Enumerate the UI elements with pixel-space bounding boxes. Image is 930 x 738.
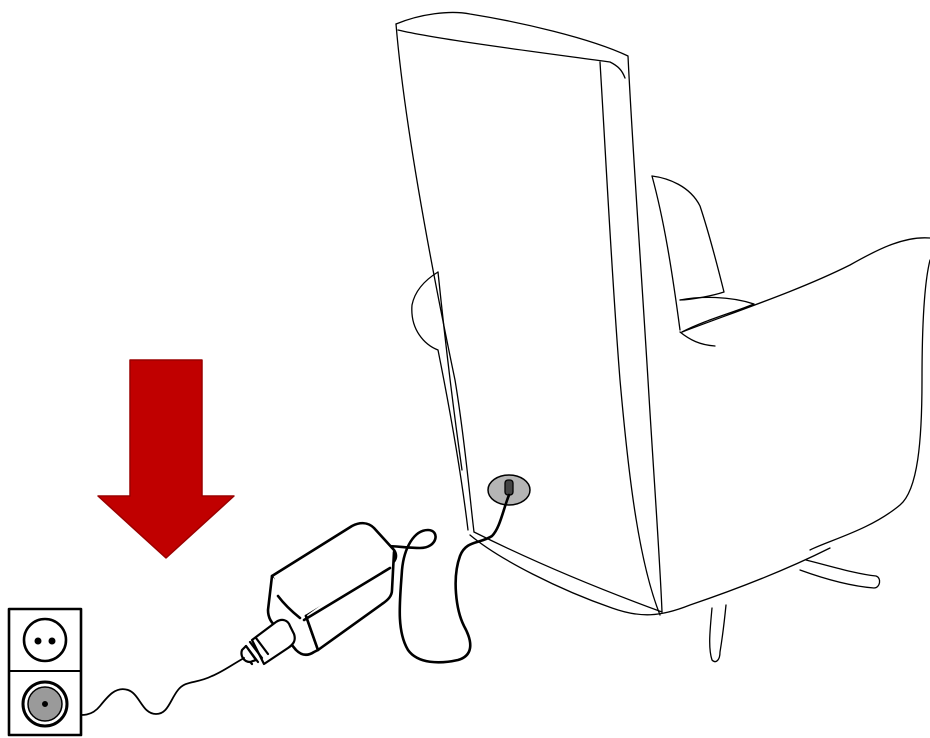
chair-seat — [680, 297, 754, 332]
recliner-chair — [396, 12, 930, 661]
chair-cable — [386, 495, 509, 662]
socket-hole-right — [49, 638, 55, 644]
chair-back-panel-inner — [600, 62, 660, 615]
chair-backrest-back-edge — [396, 24, 474, 532]
chair-bottom — [470, 535, 830, 615]
chair-leg-back — [800, 560, 880, 588]
chair-backrest-side — [398, 30, 625, 78]
chair-port-connector — [505, 480, 513, 495]
wall-socket — [9, 609, 81, 735]
chair-backrest — [396, 12, 662, 612]
chair-armrest-right — [682, 238, 930, 550]
chair-armrest-left — [412, 272, 468, 530]
down-arrow-icon — [98, 360, 234, 558]
adapter-plug — [241, 620, 294, 664]
socket-plug-center — [43, 702, 48, 707]
chair-bottom-inner — [474, 532, 662, 612]
chair-power-port — [488, 475, 530, 505]
chair-armrest-front — [680, 332, 715, 346]
chair-cushion-line — [652, 176, 680, 330]
chair-leg-front — [710, 605, 726, 662]
chair-headrest-cushion — [652, 176, 724, 300]
socket-hole-left — [35, 638, 41, 644]
